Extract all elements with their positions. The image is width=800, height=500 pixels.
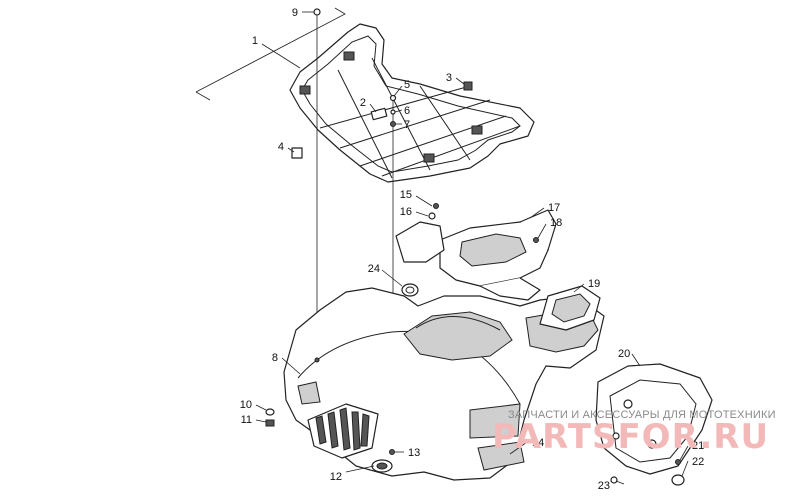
callout-10: 10 bbox=[240, 399, 252, 411]
callout-16: 16 bbox=[400, 206, 412, 218]
center-panel bbox=[439, 209, 557, 301]
callout-6: 6 bbox=[404, 105, 410, 117]
callout-5: 5 bbox=[404, 79, 410, 91]
bolt-9 bbox=[313, 8, 321, 16]
screw-5 bbox=[389, 94, 397, 102]
callout-2: 2 bbox=[360, 97, 366, 109]
callout-11: 11 bbox=[241, 414, 252, 426]
rack-mount-tab-right bbox=[471, 125, 483, 135]
callout-14: 14 bbox=[532, 437, 544, 449]
decal-14 bbox=[477, 441, 525, 471]
bracket-16 bbox=[395, 221, 445, 263]
fastener-21 bbox=[675, 459, 681, 465]
mount-13 bbox=[389, 449, 395, 455]
callout-1: 1 bbox=[252, 35, 258, 47]
callout-23: 23 bbox=[598, 480, 610, 492]
side-fender-20 bbox=[595, 363, 713, 475]
washer-23 bbox=[610, 476, 618, 484]
callout-4: 4 bbox=[278, 141, 284, 153]
callout-20: 20 bbox=[618, 348, 630, 360]
nut-7 bbox=[390, 121, 396, 127]
callout-15: 15 bbox=[400, 189, 412, 201]
washer-6 bbox=[390, 109, 396, 115]
side-fender-body bbox=[595, 363, 713, 475]
rack-frame-outer bbox=[289, 23, 535, 183]
callout-19: 19 bbox=[588, 278, 600, 290]
washer-10 bbox=[265, 408, 275, 416]
rack-mount-tab-left bbox=[299, 85, 311, 95]
callout-3: 3 bbox=[446, 72, 452, 84]
callout-12: 12 bbox=[330, 471, 342, 483]
bushing-4 bbox=[291, 147, 303, 159]
callout-13: 13 bbox=[408, 447, 420, 459]
callout-18: 18 bbox=[550, 217, 562, 229]
callout-22: 22 bbox=[692, 456, 704, 468]
clip-3 bbox=[463, 81, 473, 91]
watermark: ЗАПЧАСТИ И АКСЕССУАРЫ ДЛЯ МОТОТЕХНИКИ PA… bbox=[492, 409, 776, 457]
callout-9: 9 bbox=[292, 7, 298, 19]
callout-24: 24 bbox=[368, 263, 380, 275]
watermark-logo: PARTSFOR.RU bbox=[492, 417, 769, 457]
fastener-22 bbox=[671, 474, 685, 486]
callout-21: 21 bbox=[692, 440, 704, 452]
watermark-caption: ЗАПЧАСТИ И АКСЕССУАРЫ ДЛЯ МОТОТЕХНИКИ bbox=[508, 409, 776, 421]
fastener-15 bbox=[433, 203, 439, 209]
grommet-24 bbox=[401, 283, 419, 297]
callout-8: 8 bbox=[272, 352, 278, 364]
rack-reference-line bbox=[195, 7, 346, 93]
callout-7: 7 bbox=[404, 119, 410, 131]
fastener-18 bbox=[533, 237, 539, 243]
front-rack bbox=[195, 7, 535, 183]
callout-17: 17 bbox=[548, 202, 560, 214]
nut-11 bbox=[265, 419, 275, 427]
leader-lines bbox=[255, 11, 689, 485]
callout-labels: 1 2 3 4 5 6 7 8 9 10 11 12 13 14 15 16 1… bbox=[240, 7, 705, 492]
